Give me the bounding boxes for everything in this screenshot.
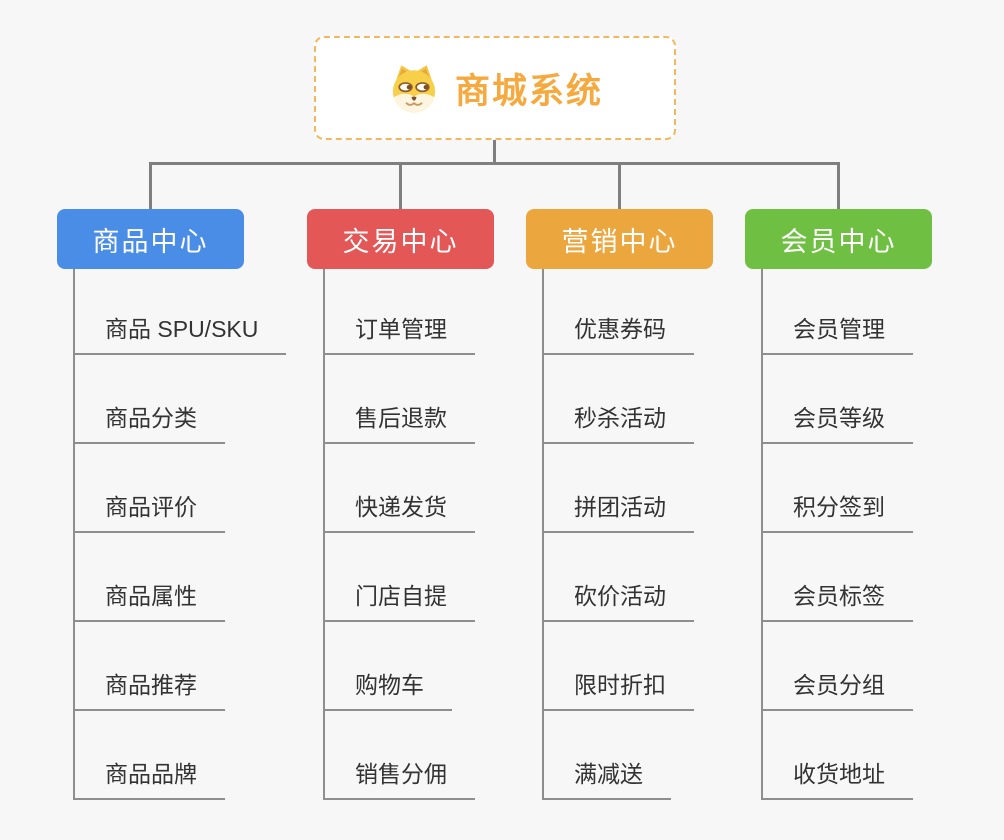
connector-branch-stub xyxy=(837,164,840,210)
root-title: 商城系统 xyxy=(454,71,603,111)
topic-node[interactable]: 快递发货 xyxy=(323,488,475,533)
connector-branch-stub xyxy=(618,164,621,210)
branch-spine xyxy=(73,269,75,799)
topic-node[interactable]: 会员标签 xyxy=(761,577,913,622)
topic-node[interactable]: 商品属性 xyxy=(73,577,225,622)
topic-node[interactable]: 销售分佣 xyxy=(323,755,475,800)
connector-root-stub xyxy=(493,140,496,164)
topic-node[interactable]: 收货地址 xyxy=(761,755,913,800)
topic-node[interactable]: 商品分类 xyxy=(73,399,225,444)
topic-node[interactable]: 拼团活动 xyxy=(542,488,694,533)
topic-node[interactable]: 会员分组 xyxy=(761,666,913,711)
topic-node[interactable]: 商品 SPU/SKU xyxy=(73,310,287,355)
topic-node[interactable]: 门店自提 xyxy=(323,577,475,622)
topic-node[interactable]: 会员等级 xyxy=(761,399,913,444)
topic-node[interactable]: 购物车 xyxy=(323,666,452,711)
topic-node[interactable]: 会员管理 xyxy=(761,310,913,355)
topic-node[interactable]: 砍价活动 xyxy=(542,577,694,622)
branch-header-trade[interactable]: 交易中心 xyxy=(307,209,494,269)
doge-icon xyxy=(392,65,436,113)
branch-header-products[interactable]: 商品中心 xyxy=(57,209,244,269)
topic-node[interactable]: 商品推荐 xyxy=(73,666,225,711)
branch-header-members[interactable]: 会员中心 xyxy=(745,209,932,269)
topic-node[interactable]: 限时折扣 xyxy=(542,666,694,711)
topic-node[interactable]: 售后退款 xyxy=(323,399,475,444)
topic-node[interactable]: 秒杀活动 xyxy=(542,399,694,444)
root-node[interactable]: 商城系统 xyxy=(314,36,676,140)
topic-node[interactable]: 满减送 xyxy=(542,755,671,800)
topic-node[interactable]: 商品评价 xyxy=(73,488,225,533)
topic-node[interactable]: 订单管理 xyxy=(323,310,475,355)
connector-horizontal xyxy=(149,162,840,165)
branch-spine xyxy=(323,269,325,799)
topic-node[interactable]: 积分签到 xyxy=(761,488,913,533)
branch-header-marketing[interactable]: 营销中心 xyxy=(526,209,713,269)
connector-branch-stub xyxy=(149,164,152,210)
branch-spine xyxy=(542,269,544,799)
topic-node[interactable]: 商品品牌 xyxy=(73,755,225,800)
branch-spine xyxy=(761,269,763,799)
connector-branch-stub xyxy=(399,164,402,210)
topic-node[interactable]: 优惠券码 xyxy=(542,310,694,355)
